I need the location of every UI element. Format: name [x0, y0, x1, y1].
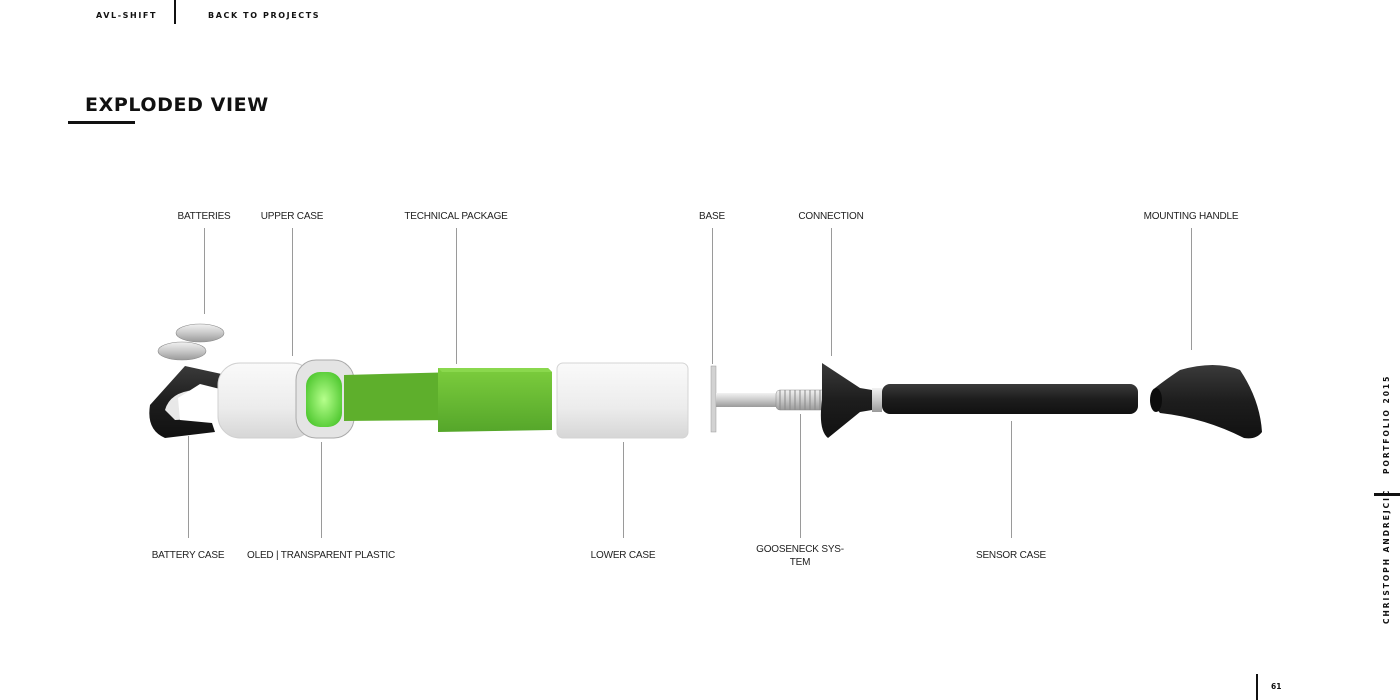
label-gooseneck-line2: TEM: [789, 557, 811, 568]
leader-upper-case: [292, 228, 293, 356]
leader-technical-package: [456, 228, 457, 364]
gooseneck-part: [716, 389, 827, 411]
label-base: BASE: [699, 211, 725, 222]
leader-battery-case: [188, 436, 189, 538]
leader-mounting-handle: [1191, 228, 1192, 350]
label-oled: OLED | TRANSPARENT PLASTIC: [247, 550, 395, 561]
base-part: [710, 365, 717, 433]
lower-case-part: [556, 362, 689, 439]
battery-case-part: [149, 366, 240, 438]
sidebar-author-text: CHRISTOPH ANDREJCIC: [1382, 488, 1391, 624]
page-number: 61: [1271, 682, 1282, 691]
back-to-projects-link[interactable]: BACK TO PROJECTS: [208, 11, 321, 20]
label-sensor-case: SENSOR CASE: [975, 550, 1047, 561]
label-gooseneck-line1: GOOSENECK SYS-: [756, 544, 844, 555]
leader-batteries: [204, 228, 205, 314]
collar-part: [872, 388, 882, 412]
batteries-part: [157, 323, 225, 361]
page-number-divider: [1256, 674, 1258, 700]
sensor-case-part: [882, 384, 1138, 414]
label-technical-package: TECHNICAL PACKAGE: [404, 211, 508, 222]
mounting-handle-part: [1152, 365, 1262, 439]
label-upper-case: UPPER CASE: [260, 211, 324, 222]
technical-package-part: [344, 368, 552, 432]
header-divider: [174, 0, 176, 24]
label-mounting-handle: MOUNTING HANDLE: [1143, 211, 1239, 222]
title-underline: [68, 121, 135, 124]
leader-lower-case: [623, 442, 624, 538]
label-batteries: BATTERIES: [177, 211, 231, 222]
label-connection: CONNECTION: [798, 211, 864, 222]
leader-oled: [321, 442, 322, 538]
leader-gooseneck: [800, 414, 801, 538]
leader-sensor-case: [1011, 421, 1012, 538]
sidebar-divider: [1374, 493, 1400, 496]
project-name-link[interactable]: AVL-SHIFT: [96, 11, 158, 20]
page-title: EXPLODED VIEW: [85, 94, 269, 116]
label-battery-case: BATTERY CASE: [151, 550, 225, 561]
leader-base: [712, 228, 713, 364]
label-lower-case: LOWER CASE: [590, 550, 656, 561]
leader-connection: [831, 228, 832, 356]
connection-part: [820, 363, 872, 438]
sidebar-portfolio-text: PORTFOLIO 2015: [1382, 374, 1391, 474]
oled-part: [295, 359, 355, 439]
